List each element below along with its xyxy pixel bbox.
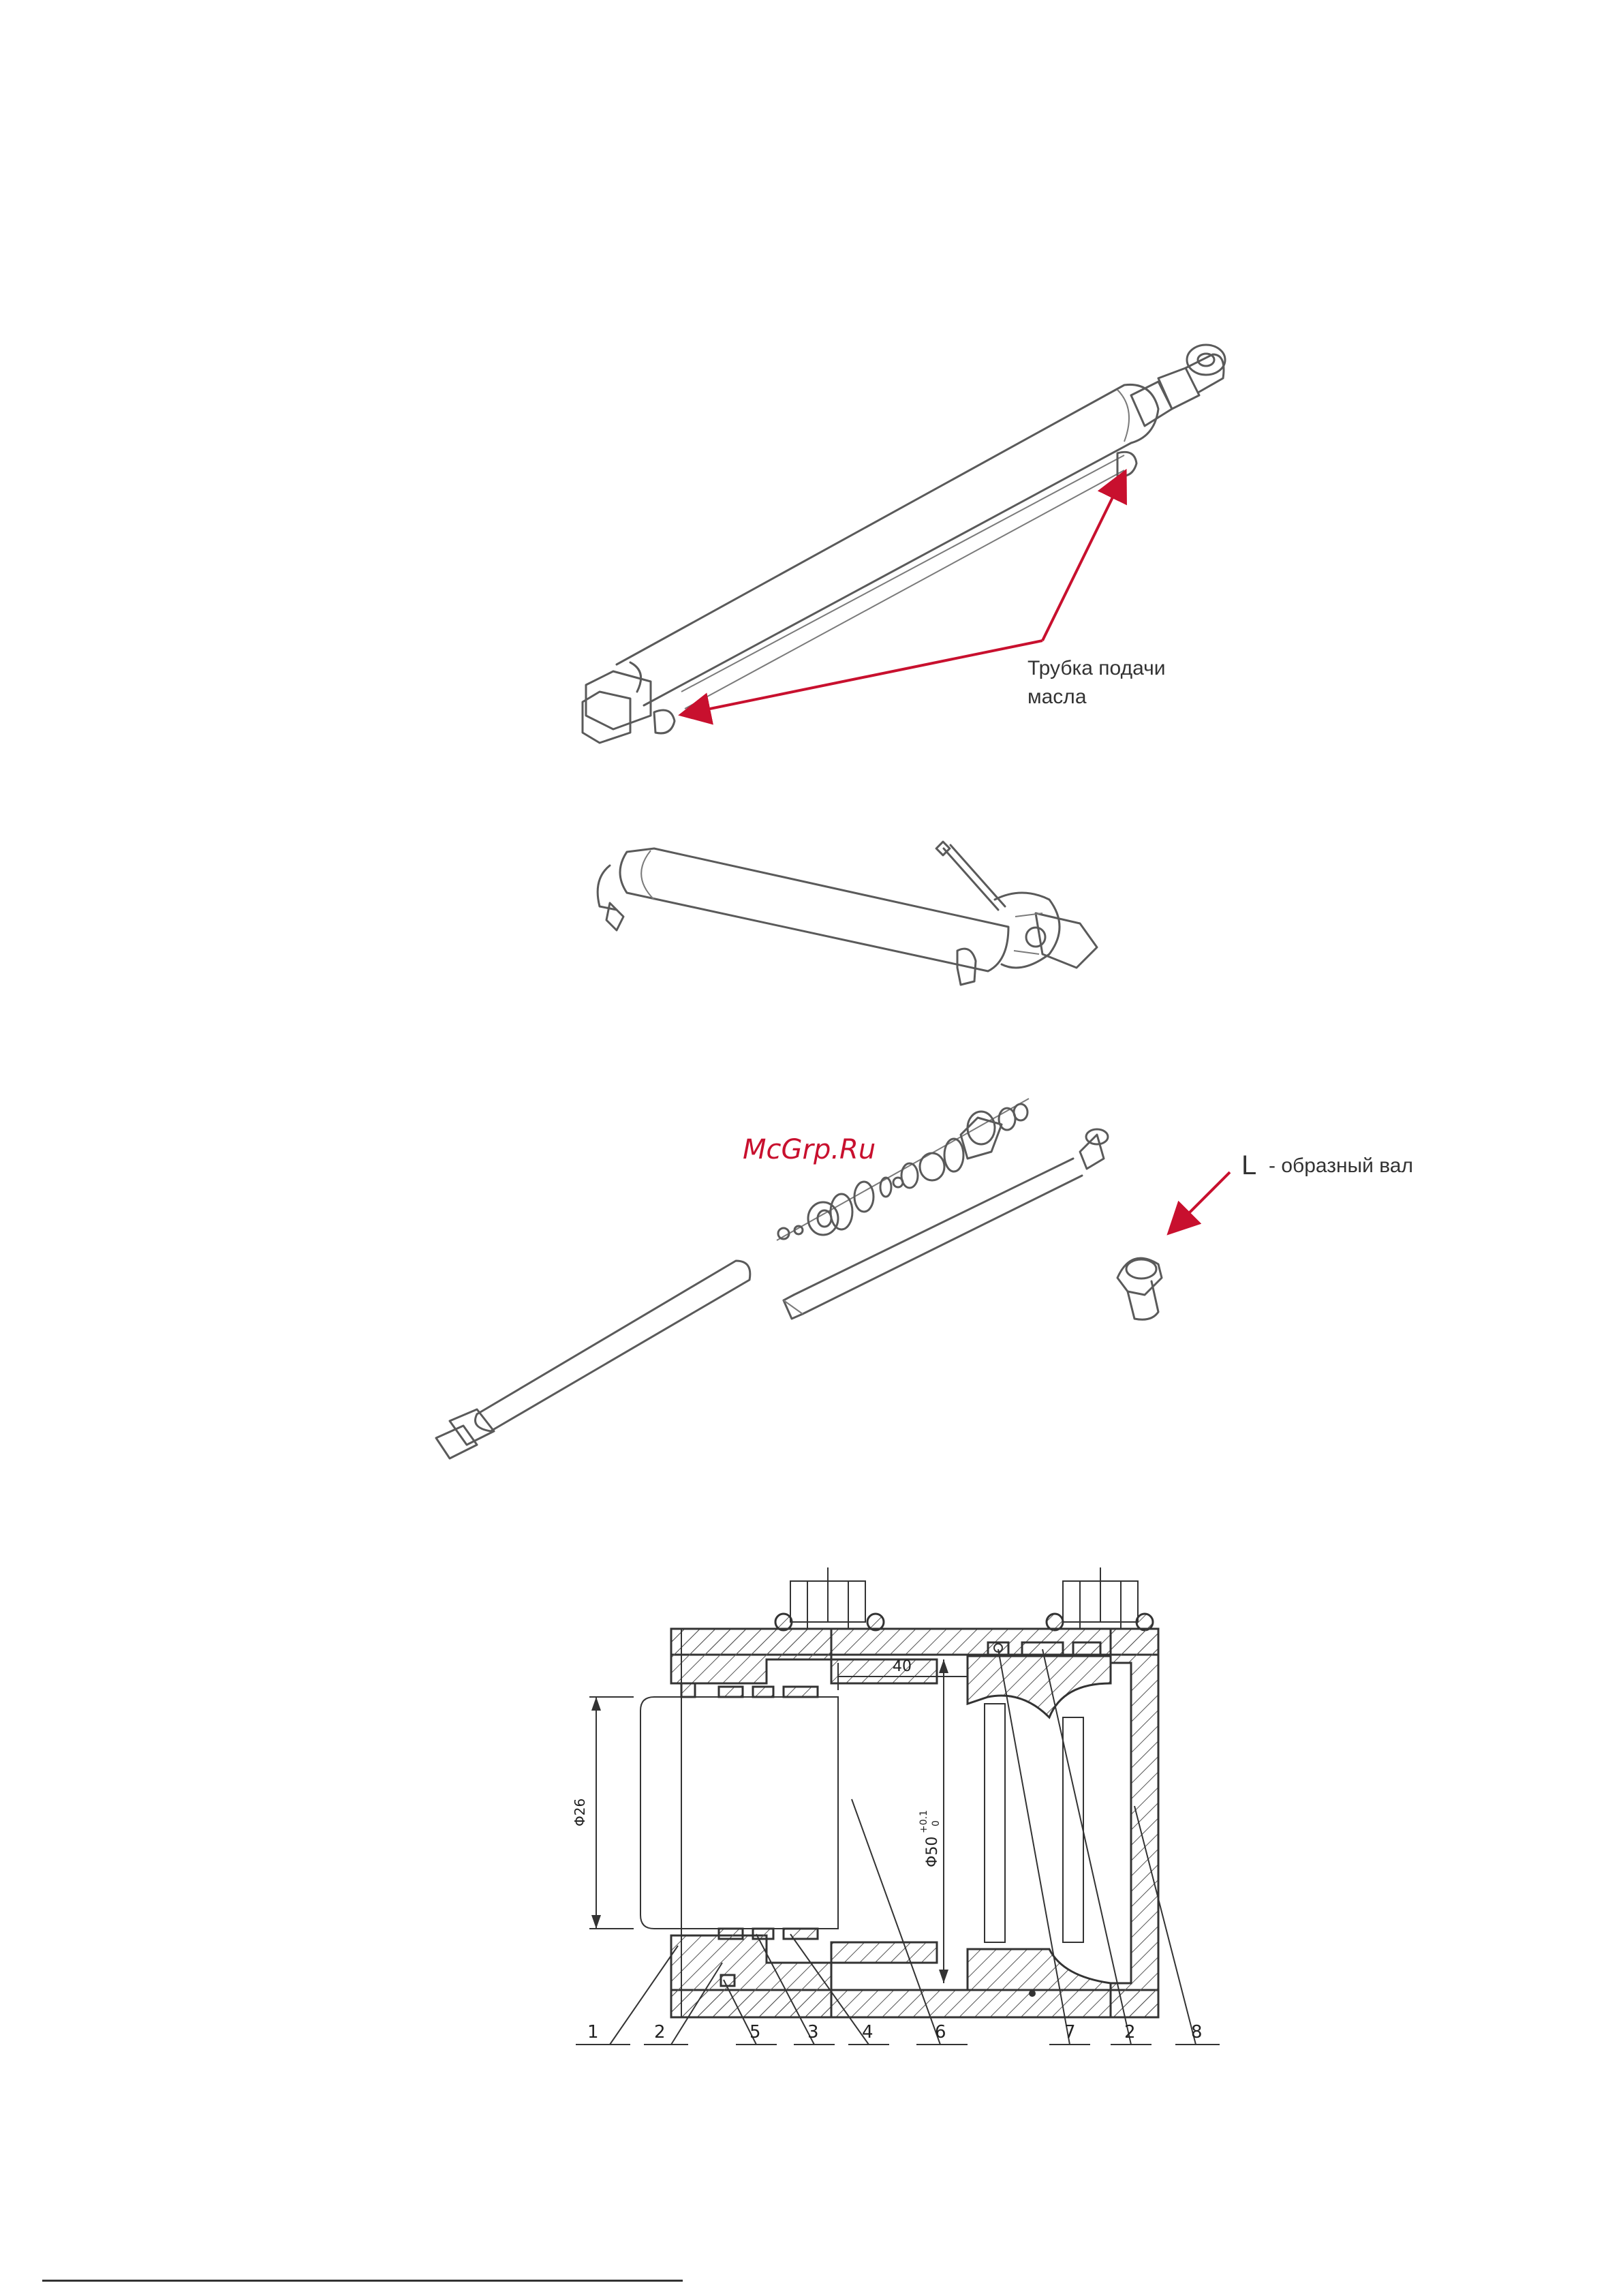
dim-rod-text: Φ26: [572, 1798, 588, 1826]
part-number-5: 5: [749, 2022, 761, 2042]
clevis-end: [1117, 345, 1225, 476]
end-cap: [1111, 1629, 1158, 2017]
part-number-7: 7: [1064, 2022, 1076, 2042]
l-shaft-arrow: [1171, 1172, 1230, 1231]
end-cap-square: [583, 671, 675, 743]
oil-tube-label-line2: масла: [1027, 686, 1087, 708]
piston-section: [968, 1642, 1111, 1997]
part-number-6: 6: [935, 2022, 946, 2042]
figure-cylinder-assembled: Трубка подачи масла: [583, 345, 1225, 743]
part-number-row: 1 2 5 3 4 6 7 2 8: [576, 2022, 1220, 2045]
part-number-1: 1: [587, 2022, 599, 2042]
gland-seal: [681, 1683, 695, 1697]
dim-bore-tol-lower: 0: [931, 1820, 942, 1826]
dim-bore-diameter: Φ50 +0.1 0: [918, 1659, 948, 1983]
watermark: McGrp.Ru: [743, 1134, 876, 1165]
dim-length-text: 40: [893, 1658, 912, 1675]
figure-exploded-view: McGrp.Ru: [436, 1099, 1413, 1458]
footnote-rule: [42, 2280, 683, 2282]
oil-tube-label-line1: Трубка подачи: [1027, 657, 1166, 679]
part-number-8: 8: [1191, 2022, 1203, 2042]
top-port-left: [775, 1567, 884, 1630]
l-shaft-label: - образный вал: [1269, 1154, 1413, 1177]
l-shaft-letter: L: [1241, 1150, 1256, 1180]
dim-bore-text: Φ50: [924, 1837, 941, 1867]
ratchet-head: [995, 893, 1097, 968]
dim-bore-tol-upper: +0.1: [918, 1810, 929, 1833]
part-number-4: 4: [862, 2022, 874, 2042]
part-number-2b: 2: [1124, 2022, 1136, 2042]
l-shaft-part: [1117, 1258, 1162, 1319]
figure-cylinder-with-handle: [598, 842, 1097, 985]
dim-rod-diameter: Φ26: [572, 1697, 634, 1929]
outer-tube: [436, 1261, 750, 1458]
part-number-3: 3: [807, 2022, 819, 2042]
top-port-right: [1047, 1567, 1153, 1630]
figure-cross-section: Φ26 Φ50 +0.1 0 40: [572, 1567, 1220, 2045]
side-port: [606, 903, 623, 930]
seal-stack: [777, 1099, 1029, 1240]
part-number-2a: 2: [654, 2022, 666, 2042]
gland-upper: [671, 1629, 831, 1683]
